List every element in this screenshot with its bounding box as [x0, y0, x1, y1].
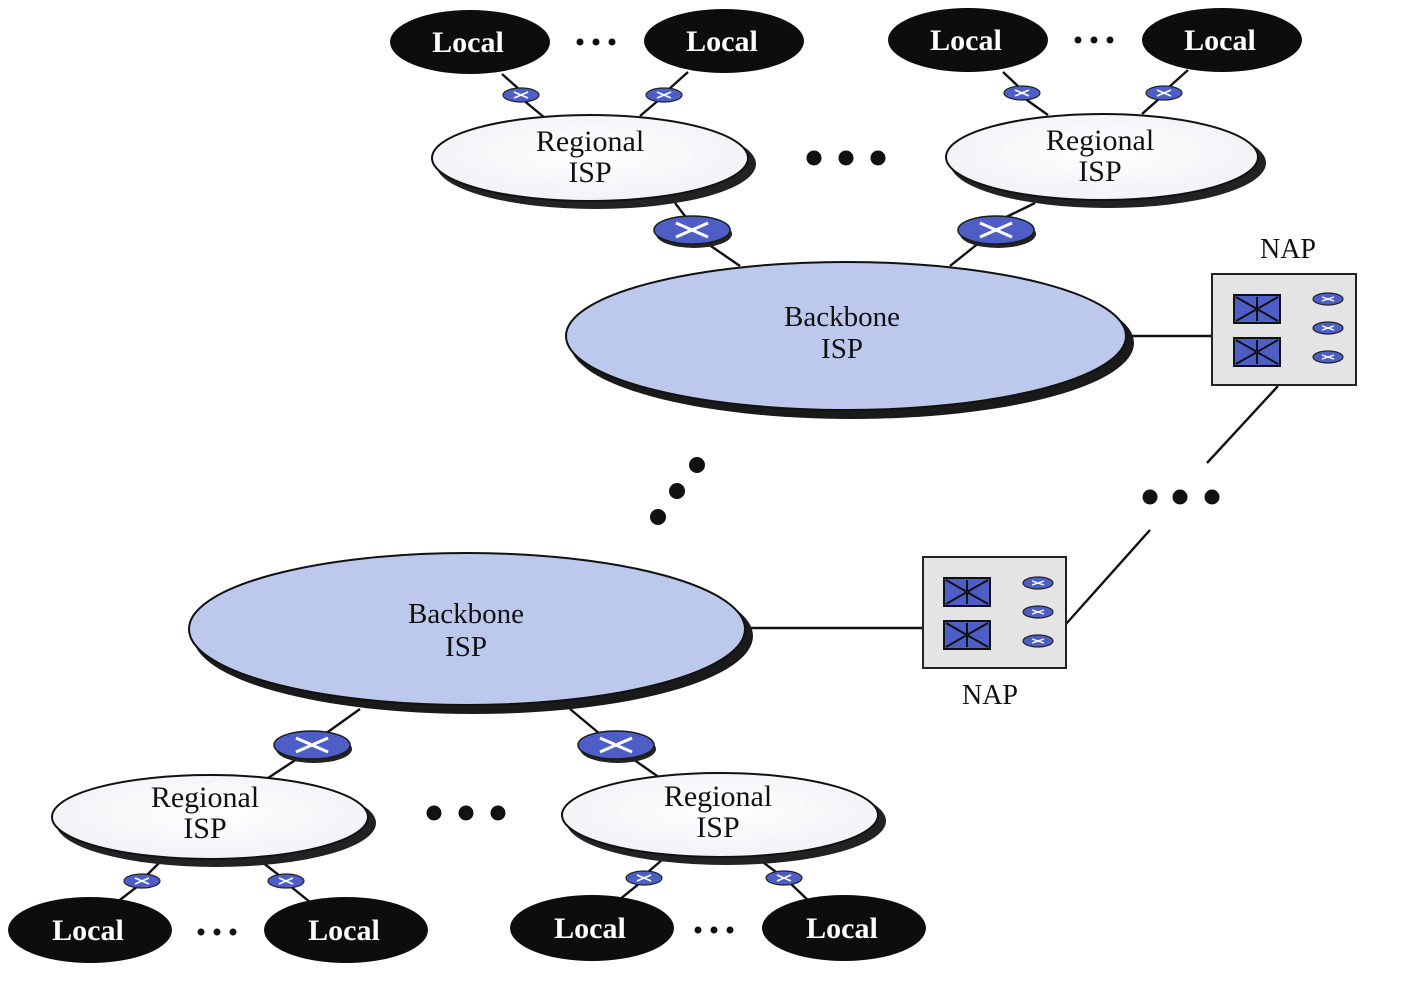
regional-isp-bottom-1: Regional ISP — [51, 774, 376, 867]
regional-isp-bottom-2: Regional ISP — [561, 772, 886, 865]
router-icon — [123, 873, 161, 889]
regional-label-line2: ISP — [568, 156, 611, 189]
local-label: Local — [686, 25, 758, 58]
router-icon — [267, 873, 305, 889]
router-icon — [653, 215, 732, 248]
nap-bottom: NAP — [922, 556, 1067, 711]
switch-icon — [1233, 294, 1281, 324]
local-label: Local — [806, 912, 878, 945]
regional-label-line1: Regional — [664, 780, 772, 813]
nap-label: NAP — [962, 680, 1018, 711]
router-icon — [1312, 292, 1344, 364]
local-isp-bottom-2: Local — [264, 897, 428, 963]
backbone-label-line2: ISP — [445, 631, 487, 663]
switch-icon — [943, 577, 991, 607]
local-label: Local — [1184, 24, 1256, 57]
regional-label-line2: ISP — [1078, 155, 1121, 188]
switch-icon — [1233, 337, 1281, 367]
local-label: Local — [432, 26, 504, 59]
router-icon — [1022, 576, 1054, 648]
local-isp-bottom-1: Local — [8, 897, 172, 963]
nap-top: NAP — [1211, 234, 1357, 386]
local-isp-top-3: Local — [888, 8, 1048, 72]
router-icon — [273, 730, 352, 763]
local-isp-top-1: Local — [390, 10, 550, 74]
local-isp-top-4: Local — [1142, 8, 1302, 72]
backbone-label-line2: ISP — [821, 333, 863, 365]
router-icon — [765, 870, 803, 886]
regional-label-line1: Regional — [151, 781, 259, 814]
ellipsis-dots — [650, 457, 1220, 525]
local-label: Local — [52, 914, 124, 947]
regional-label-line2: ISP — [183, 812, 226, 845]
local-label: Local — [554, 912, 626, 945]
backbone-isp-bottom: Backbone ISP — [188, 552, 753, 714]
backbone-label-line1: Backbone — [784, 301, 900, 333]
local-isp-bottom-3: Local — [510, 895, 674, 961]
router-icon — [502, 87, 540, 103]
ellipsis-dots — [576, 36, 1114, 46]
local-label: Local — [930, 24, 1002, 57]
router-icon — [957, 215, 1036, 248]
local-label: Local — [308, 914, 380, 947]
router-icon — [577, 730, 656, 763]
local-isp-top-2: Local — [644, 9, 804, 73]
local-isp-bottom-4: Local — [762, 895, 926, 961]
regional-label-line1: Regional — [536, 125, 644, 158]
router-icon — [625, 870, 663, 886]
connection-lines — [111, 69, 1279, 907]
nap-label: NAP — [1260, 234, 1316, 265]
regional-label-line1: Regional — [1046, 124, 1154, 157]
regional-isp-top-1: Regional ISP — [431, 114, 756, 209]
backbone-label-line1: Backbone — [408, 598, 524, 630]
router-icon — [1003, 85, 1041, 101]
regional-label-line2: ISP — [696, 811, 739, 844]
ellipsis-dots — [197, 926, 734, 936]
backbone-isp-top: Backbone ISP — [565, 261, 1134, 419]
regional-isp-top-2: Regional ISP — [945, 113, 1266, 208]
ellipsis-dots — [426, 805, 506, 821]
switch-icon — [943, 620, 991, 650]
ellipsis-dots — [806, 150, 886, 166]
router-icon — [1145, 85, 1183, 101]
router-icon — [645, 87, 683, 103]
